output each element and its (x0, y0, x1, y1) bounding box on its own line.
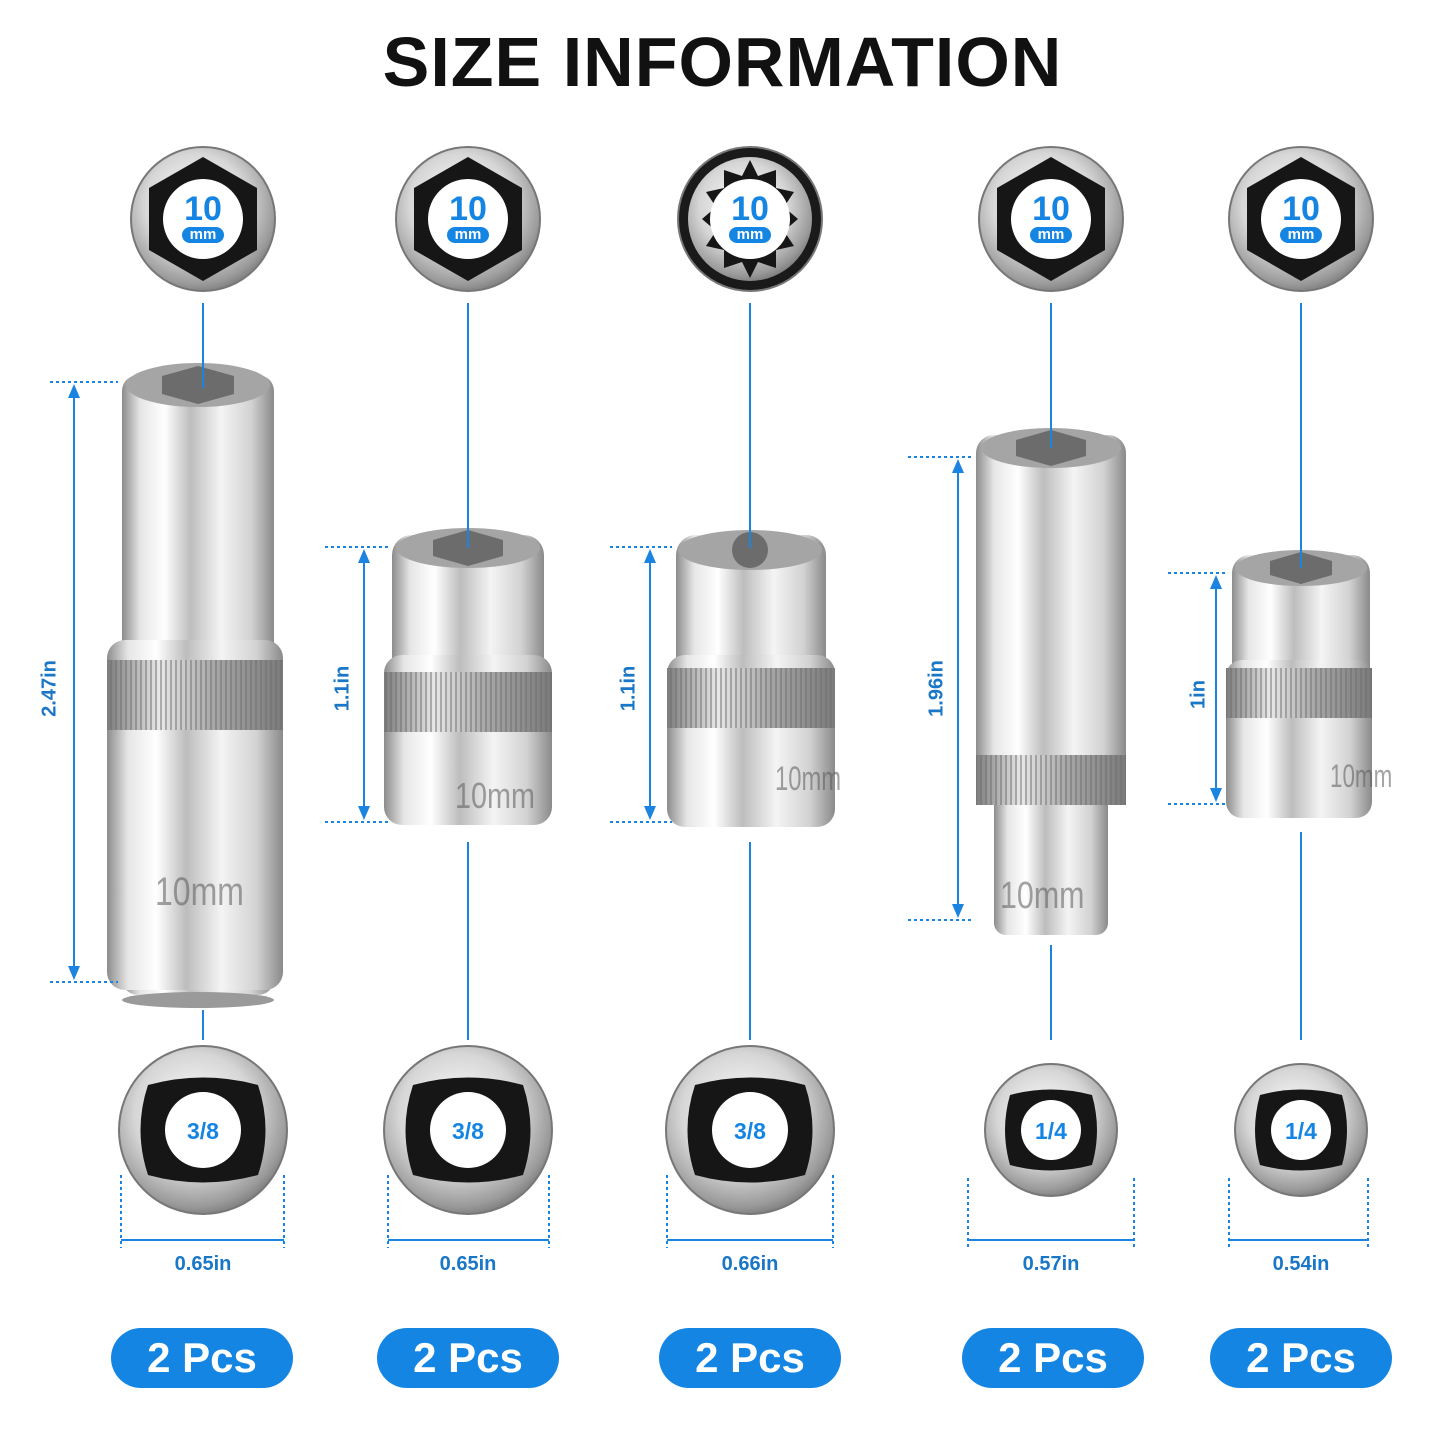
socket-4-width: 0.57in (1022, 1253, 1080, 1275)
socket-3-drive: 3/8 (734, 1118, 766, 1144)
socket-3-size: 10 (731, 190, 769, 228)
socket-1-size: 10 (184, 190, 222, 228)
socket-2-width: 0.65in (439, 1253, 497, 1275)
socket-4-size: 10 (1032, 190, 1070, 228)
socket-2-quantity-badge: 2 Pcs (377, 1328, 559, 1388)
socket-3-height: 1.1in (617, 665, 640, 712)
socket-5-unit: mm (1279, 227, 1323, 243)
socket-4-side-view (976, 428, 1126, 935)
socket-2-unit: mm (446, 227, 490, 243)
socket-4-guides (908, 303, 1135, 1248)
socket-2-engraving: 10mm (455, 775, 536, 816)
socket-2-size-label: 10 mm (433, 192, 503, 244)
socket-1-size-label: 10 mm (168, 192, 238, 244)
socket-5-height: 1in (1187, 680, 1210, 709)
socket-2-drive: 3/8 (452, 1118, 484, 1144)
socket-5-drive: 1/4 (1285, 1118, 1317, 1144)
socket-1-quantity-badge: 2 Pcs (111, 1328, 293, 1388)
socket-1-guides (50, 303, 285, 1248)
socket-5-size: 10 (1282, 190, 1320, 228)
socket-4-height: 1.96in (925, 660, 948, 717)
socket-1-drive: 3/8 (187, 1118, 219, 1144)
socket-5-engraving: 10mm (1330, 758, 1393, 794)
page-title: SIZE INFORMATION (382, 23, 1063, 101)
socket-4-quantity-badge: 2 Pcs (962, 1328, 1144, 1388)
socket-3-unit: mm (728, 227, 772, 243)
socket-3-width: 0.66in (721, 1253, 779, 1275)
socket-1-engraving: 10mm (155, 870, 244, 914)
socket-3-size-label: 10 mm (715, 192, 785, 244)
socket-4-size-label: 10 mm (1016, 192, 1086, 244)
socket-3-engraving: 10mm (775, 760, 842, 798)
socket-1-width: 0.65in (174, 1253, 232, 1275)
socket-3-quantity-badge: 2 Pcs (659, 1328, 841, 1388)
socket-5-quantity-badge: 2 Pcs (1210, 1328, 1392, 1388)
socket-4-drive: 1/4 (1035, 1118, 1067, 1144)
socket-2-size: 10 (449, 190, 487, 228)
socket-5-width: 0.54in (1272, 1253, 1330, 1275)
socket-4-engraving: 10mm (1000, 875, 1085, 917)
socket-5-size-label: 10 mm (1266, 192, 1336, 244)
socket-2-height: 1.1in (331, 665, 354, 712)
socket-4-unit: mm (1029, 227, 1073, 243)
socket-1-height: 2.47in (38, 660, 61, 717)
socket-1-unit: mm (181, 227, 225, 243)
